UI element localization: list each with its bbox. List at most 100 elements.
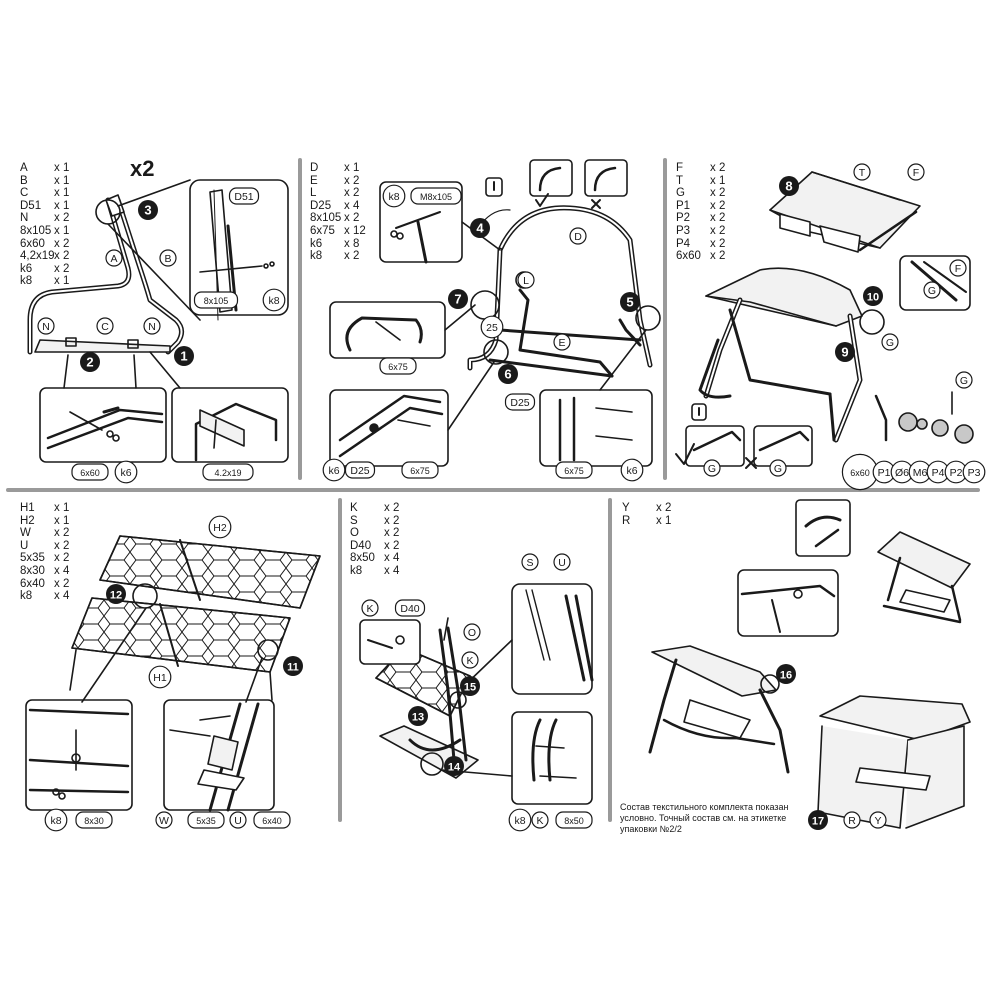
part-label: E [553, 333, 571, 351]
svg-text:P1: P1 [878, 467, 891, 479]
part-label: k8 [262, 288, 286, 312]
part-qty: x 2 [54, 539, 70, 552]
part-qty: x 2 [54, 250, 70, 263]
svg-text:k8: k8 [268, 295, 279, 307]
part-code: D [310, 162, 319, 174]
step-badge: 4 [470, 218, 490, 238]
part-code: k6 [310, 237, 323, 250]
svg-text:F: F [955, 263, 961, 275]
svg-text:7: 7 [454, 292, 461, 307]
part-qty: x 2 [384, 527, 400, 540]
svg-text:Ø6: Ø6 [895, 467, 909, 479]
part-code: 8x105 [310, 212, 342, 225]
part-label: 5x35 [187, 811, 225, 829]
svg-text:K: K [366, 603, 373, 615]
svg-text:k6: k6 [626, 465, 637, 477]
panel-4-seat-panels [69, 535, 321, 701]
svg-text:U: U [234, 815, 242, 827]
part-label: K [531, 811, 549, 829]
part-label: 8x50 [555, 811, 593, 829]
svg-text:D51: D51 [234, 191, 253, 203]
part-label: k8 [382, 184, 406, 208]
svg-text:6x40: 6x40 [262, 816, 282, 826]
svg-text:6x75: 6x75 [564, 466, 584, 476]
panel-dividers [6, 158, 980, 822]
svg-text:G: G [960, 375, 968, 387]
panel-3-insets [675, 255, 974, 469]
part-qty: x 8 [344, 237, 360, 250]
step-badge: 16 [776, 664, 796, 684]
part-label: D25 [504, 393, 536, 411]
svg-text:6x75: 6x75 [388, 362, 408, 372]
part-label: 6x60 [841, 453, 879, 491]
part-code: k8 [20, 275, 33, 288]
part-label: P4 [926, 460, 950, 484]
svg-text:G: G [928, 285, 936, 297]
svg-text:10: 10 [867, 292, 879, 304]
part-code: E [310, 174, 318, 187]
part-label: M8x105 [410, 187, 462, 205]
svg-text:E: E [558, 337, 565, 349]
part-code: Y [622, 502, 630, 514]
svg-text:P4: P4 [932, 467, 945, 479]
svg-text:2: 2 [86, 355, 93, 370]
panel-3-canopy-swing [698, 267, 885, 443]
part-qty: x 2 [54, 212, 70, 225]
part-label: H2 [208, 515, 232, 539]
part-label: k6 [620, 458, 644, 482]
part-code: C [20, 187, 29, 200]
part-label: F [907, 163, 925, 181]
part-qty: x 1 [54, 514, 70, 527]
svg-text:6x75: 6x75 [410, 466, 430, 476]
part-label: D25 [344, 461, 376, 479]
svg-text:Y: Y [874, 815, 881, 827]
part-label: K [361, 599, 379, 617]
step-badge: 9 [835, 342, 855, 362]
panel-2-swing-frame [467, 205, 661, 378]
step-badge: 17 [808, 810, 828, 830]
part-label: N [37, 317, 55, 335]
part-label: k8 [508, 808, 532, 832]
svg-text:T: T [859, 167, 866, 179]
part-code: K [350, 502, 358, 514]
part-row: k6 x 8 [310, 238, 374, 251]
svg-text:D40: D40 [400, 603, 419, 615]
part-code: D51 [20, 199, 42, 212]
part-code: k8 [310, 250, 323, 263]
part-code: 6x60 [20, 237, 45, 250]
part-code: L [310, 187, 317, 200]
part-code: D40 [350, 539, 372, 552]
part-qty: x 1 [54, 224, 70, 237]
svg-text:3: 3 [144, 203, 151, 218]
svg-text:S: S [526, 557, 533, 569]
part-code: O [350, 527, 359, 540]
part-qty: x 1 [54, 275, 70, 288]
part-code: P4 [676, 237, 691, 250]
step-badge: 1 [174, 346, 194, 366]
part-label: 6x75 [401, 461, 439, 479]
part-code: 6x40 [20, 577, 45, 590]
panel-1-zoom-circles [39, 179, 289, 463]
svg-text:D: D [574, 231, 582, 243]
svg-text:P3: P3 [968, 467, 981, 479]
svg-text:8x50: 8x50 [564, 816, 584, 826]
part-label: k8 [44, 808, 68, 832]
svg-text:8: 8 [785, 179, 792, 194]
part-label: 6x75 [379, 357, 417, 375]
svg-text:M6: M6 [913, 467, 928, 479]
